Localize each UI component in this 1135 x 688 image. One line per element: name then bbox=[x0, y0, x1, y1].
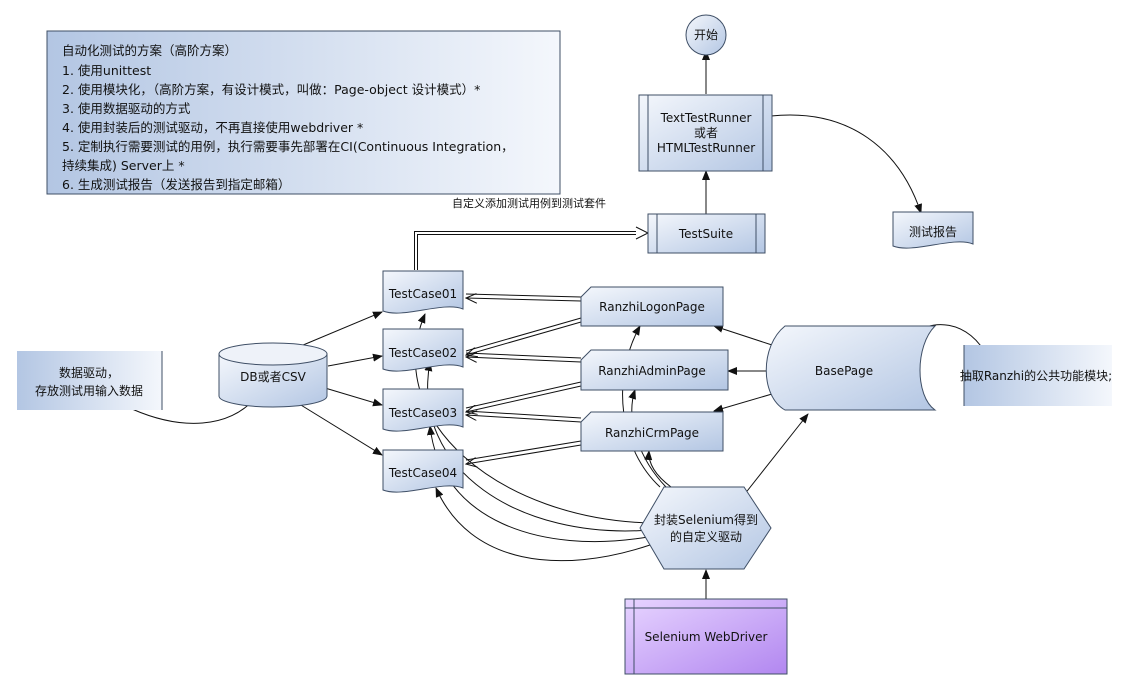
webdriver-label: Selenium WebDriver bbox=[645, 630, 768, 644]
start-node: 开始 bbox=[685, 14, 727, 56]
runner-label-2: 或者 bbox=[694, 126, 718, 140]
notes-box: 自动化测试的方案（高阶方案） 1. 使用unittest 2. 使用模块化，（高… bbox=[46, 30, 561, 195]
edge-base-to-crm bbox=[713, 393, 773, 413]
edges-page-to-testcase bbox=[466, 294, 582, 464]
testcase-label: TestCase04 bbox=[388, 466, 457, 480]
edges bbox=[131, 50, 989, 599]
edge-wrap-to-crm bbox=[644, 450, 672, 488]
db-label: DB或者CSV bbox=[240, 370, 306, 384]
page-node: RanzhiCrmPage bbox=[580, 411, 724, 452]
page-node: RanzhiAdminPage bbox=[580, 349, 729, 391]
suite-edge-label: 自定义添加测试用例到测试套件 bbox=[452, 196, 606, 210]
basepage-label: BasePage bbox=[815, 364, 873, 378]
testcase-label: TestCase03 bbox=[388, 406, 457, 420]
notes-line: 6. 生成测试报告（发送报告到指定邮箱） bbox=[62, 177, 290, 192]
edge-testcase-to-suite bbox=[414, 231, 636, 270]
edge-db-to-tc03 bbox=[324, 387, 383, 407]
testsuite-node: TestSuite bbox=[647, 213, 766, 254]
runner-node: TextTestRunner 或者 HTMLTestRunner bbox=[638, 94, 773, 172]
selenium-wrap-node: 封装Selenium得到 的自定义驱动 bbox=[639, 486, 772, 570]
notes-line: 5. 定制执行需要测试的用例，执行需要事先部署在CI(Continuous In… bbox=[62, 139, 514, 154]
edge-runner-to-report bbox=[770, 114, 922, 214]
notes-line: 3. 使用数据驱动的方式 bbox=[62, 101, 191, 116]
notes-line: 4. 使用封装后的测试驱动，不再直接使用webdriver * bbox=[62, 120, 363, 135]
report-node: 测试报告 bbox=[892, 211, 974, 249]
edge-wrap-to-base bbox=[743, 413, 809, 496]
testcase-label: TestCase02 bbox=[388, 346, 457, 360]
selenium-wrap-label-1: 封装Selenium得到 bbox=[654, 512, 758, 527]
common-module-label: 抽取Ranzhi的公共功能模块; bbox=[960, 368, 1112, 383]
edge-db-to-tc04 bbox=[295, 401, 383, 456]
page-label: RanzhiCrmPage bbox=[605, 426, 699, 440]
testcase-node: TestCase04 bbox=[382, 449, 464, 493]
page-label: RanzhiAdminPage bbox=[598, 364, 706, 378]
edge-wrap-to-tc04 bbox=[435, 487, 651, 562]
webdriver-node: Selenium WebDriver bbox=[624, 598, 788, 675]
testsuite-label: TestSuite bbox=[678, 227, 733, 241]
testcase-node: TestCase01 bbox=[382, 270, 464, 314]
notes-title: 自动化测试的方案（高阶方案） bbox=[62, 43, 237, 58]
page-label: RanzhiLogonPage bbox=[599, 300, 705, 314]
runner-label-3: HTMLTestRunner bbox=[657, 141, 755, 155]
runner-label-1: TextTestRunner bbox=[660, 111, 752, 125]
edge-base-to-logon bbox=[713, 325, 773, 346]
report-label: 测试报告 bbox=[909, 224, 957, 239]
start-label: 开始 bbox=[694, 28, 718, 42]
common-module-note: 抽取Ranzhi的公共功能模块; bbox=[960, 345, 1112, 406]
datadrive-note: 数据驱动， 存放测试用输入数据 bbox=[17, 351, 163, 410]
selenium-wrap-label-2: 的自定义驱动 bbox=[670, 529, 742, 544]
basepage-node: BasePage bbox=[765, 325, 937, 411]
datadrive-label-2: 存放测试用输入数据 bbox=[35, 383, 143, 398]
page-group: RanzhiLogonPage RanzhiAdminPage RanzhiCr… bbox=[580, 286, 729, 452]
notes-line: 1. 使用unittest bbox=[62, 63, 151, 78]
testcase-label: TestCase01 bbox=[388, 287, 457, 301]
testcase-group: TestCase01 TestCase02 TestCase03 TestCas… bbox=[382, 270, 464, 493]
db-node: DB或者CSV bbox=[218, 342, 328, 408]
testcase-node: TestCase02 bbox=[382, 328, 464, 372]
page-node: RanzhiLogonPage bbox=[580, 286, 724, 327]
notes-line: 2. 使用模块化，（高阶方案，有设计模式，叫做：Page-object 设计模式… bbox=[62, 82, 480, 97]
testcase-node: TestCase03 bbox=[382, 388, 464, 432]
notes-line: 持续集成) Server上 * bbox=[62, 158, 185, 173]
edge-db-to-tc01 bbox=[295, 311, 383, 349]
datadrive-label-1: 数据驱动， bbox=[59, 365, 119, 380]
edge-db-to-tc02 bbox=[327, 353, 383, 367]
